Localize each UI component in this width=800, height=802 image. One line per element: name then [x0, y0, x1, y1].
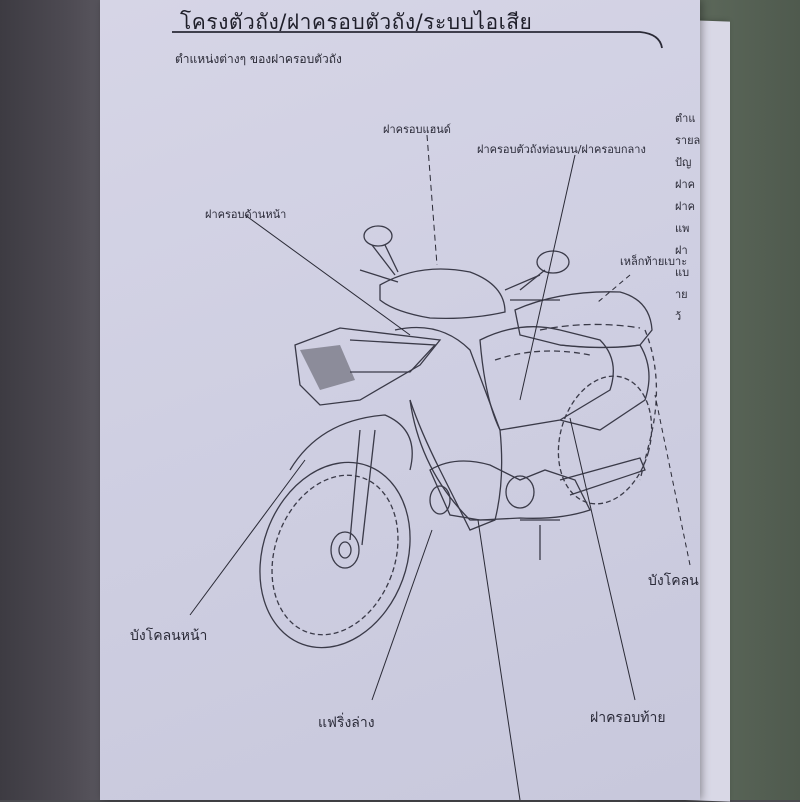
rear-fender-shape — [639, 329, 658, 481]
next-page-line: ฝาค — [675, 178, 695, 191]
label-rear-grip: เหล็กท้ายเบาะ — [620, 255, 688, 268]
engine — [429, 460, 591, 521]
leader-handlebar-cover — [426, 134, 438, 266]
next-page-text: ตำแ รายล ปัญ ฝาค ฝาค แพ ฝา แบ าย ว้ — [675, 108, 700, 328]
next-page-line: ฝา — [675, 244, 688, 257]
front-fender-shape — [289, 414, 413, 471]
leader-lines — [189, 134, 691, 800]
section-subtitle: ตำแหน่งต่างๆ ของฝาครอบตัวถัง — [175, 52, 342, 66]
next-page-line: รายล — [675, 134, 700, 147]
page-title: โครงตัวถัง/ฝาครอบตัวถัง/ระบบไอเสีย — [180, 10, 533, 34]
headlight-lens — [349, 339, 437, 373]
next-page-line: าย — [675, 288, 688, 301]
handlebar — [359, 244, 560, 301]
lower-fairing-shape — [409, 399, 495, 521]
label-handlebar-cover: ฝาครอบแฮนด์ — [383, 123, 451, 136]
seat-seam — [539, 323, 641, 331]
leader-lower-fairing — [371, 529, 433, 701]
left-mirror — [363, 225, 393, 247]
left-mirror-stem — [384, 244, 399, 273]
right-mirror-stem — [519, 269, 546, 291]
rear-wheel — [557, 375, 653, 505]
next-page-line: ว้ — [675, 310, 682, 323]
front-axle — [338, 541, 352, 559]
leader-rear-fender — [654, 394, 691, 566]
front-hub — [330, 531, 360, 569]
label-rear-cover: ฝาครอบท้าย — [590, 710, 666, 726]
footrest-stand — [520, 519, 560, 560]
center-cover-seam — [494, 350, 591, 361]
engine-cover — [505, 475, 535, 509]
label-front-fender: บังโคลนหน้า — [130, 628, 208, 644]
motorcycle-outline — [259, 225, 658, 649]
center-cover-shape — [479, 326, 614, 431]
leader-extra — [477, 519, 521, 800]
exhaust — [559, 457, 646, 496]
background-left — [0, 0, 110, 800]
label-center-cover: ฝาครอบตัวถังท่อนบน/ฝาครอบกลาง — [477, 143, 646, 156]
front-wheel-rim — [271, 474, 399, 636]
headlight-hatching — [300, 345, 355, 390]
label-rear-fender: บังโคลน — [648, 573, 699, 589]
handlebar-cover-shape — [379, 268, 506, 320]
label-lower-fairing: แฟริ่งล่าง — [318, 715, 375, 731]
next-page-line: แพ — [675, 222, 690, 235]
next-page-line: ปัญ — [675, 156, 692, 169]
leg-shield — [394, 326, 503, 531]
leader-rear-grip — [597, 274, 631, 303]
leader-front-fender — [189, 459, 306, 616]
front-cover-shape — [294, 327, 442, 406]
next-page-line: แบ — [675, 266, 690, 279]
leader-front-cover — [244, 214, 411, 336]
front-fork — [349, 429, 376, 546]
next-page-line: ตำแ — [675, 112, 696, 125]
next-page-line: ฝาค — [675, 200, 695, 213]
leader-center-cover — [519, 154, 576, 401]
front-wheel — [259, 461, 411, 649]
rear-cover-shape — [559, 344, 650, 431]
leader-rear-cover — [569, 417, 636, 701]
manual-page — [100, 0, 700, 800]
engine-fan — [429, 485, 451, 515]
label-front-cover: ฝาครอบด้านหน้า — [205, 208, 287, 221]
header-rule — [172, 31, 663, 49]
